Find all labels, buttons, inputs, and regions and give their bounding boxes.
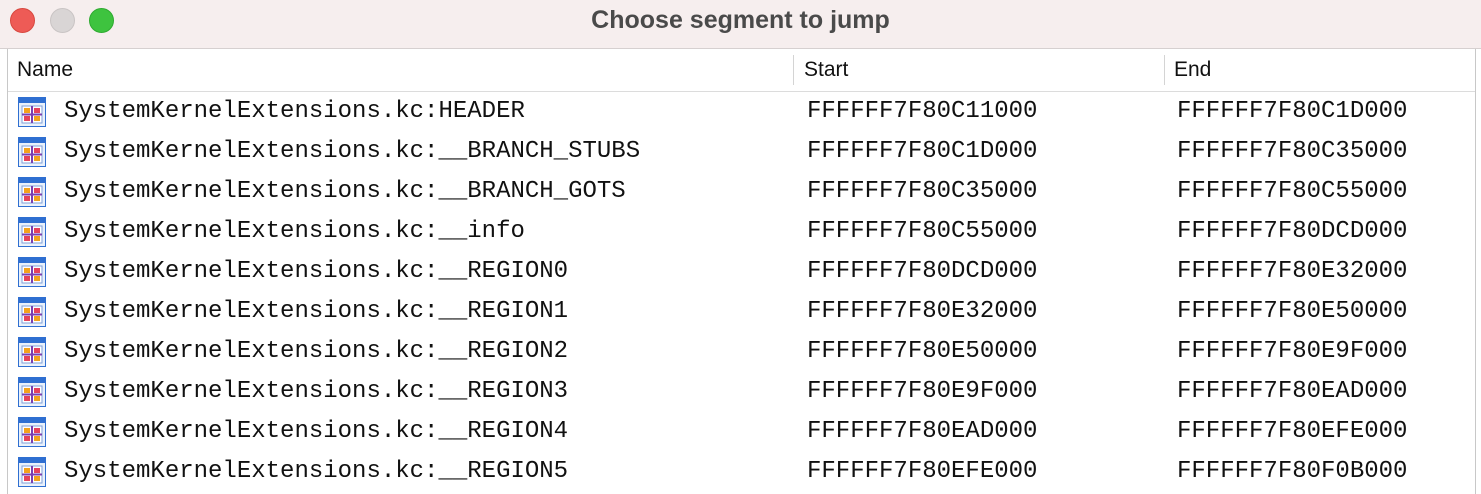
table-row[interactable]: SystemKernelExtensions.kc:__BRANCH_GOTS F… [8,172,1475,212]
table-row[interactable]: SystemKernelExtensions.kc:__REGION3 FFFFF… [8,372,1475,412]
segment-table: Name Start End SystemKernelExtensions.kc… [7,49,1476,494]
segment-start: FFFFFF7F80C35000 [807,178,1038,205]
segment-start: FFFFFF7F80EFE000 [807,458,1038,485]
segment-name: SystemKernelExtensions.kc:__REGION3 [64,378,569,405]
segment-start: FFFFFF7F80E50000 [807,338,1038,365]
segment-end: FFFFFF7F80EAD000 [1177,378,1408,405]
segment-name: SystemKernelExtensions.kc:__info [64,218,525,245]
segment-icon [18,377,46,407]
segment-end: FFFFFF7F80C1D000 [1177,98,1408,125]
segment-icon [18,297,46,327]
column-divider[interactable] [793,55,794,85]
segment-name: SystemKernelExtensions.kc:__REGION0 [64,258,569,285]
zoom-button[interactable] [89,8,114,33]
title-bar[interactable]: Choose segment to jump [0,0,1481,49]
close-button[interactable] [10,8,35,33]
column-header-start[interactable]: Start [804,58,849,81]
table-row[interactable]: SystemKernelExtensions.kc:__REGION0 FFFFF… [8,252,1475,292]
table-row[interactable]: SystemKernelExtensions.kc:HEADER FFFFFF7F… [8,92,1475,132]
segment-name: SystemKernelExtensions.kc:__BRANCH_STUBS [64,138,641,165]
segment-start: FFFFFF7F80E32000 [807,298,1038,325]
segment-end: FFFFFF7F80DCD000 [1177,218,1408,245]
segment-start: FFFFFF7F80C11000 [807,98,1038,125]
segment-name: SystemKernelExtensions.kc:HEADER [64,98,525,125]
minimize-button[interactable] [50,8,75,33]
table-header: Name Start End [8,49,1475,92]
segment-name: SystemKernelExtensions.kc:__BRANCH_GOTS [64,178,626,205]
segment-end: FFFFFF7F80C35000 [1177,138,1408,165]
segment-icon [18,457,46,487]
segment-name: SystemKernelExtensions.kc:__REGION1 [64,298,569,325]
table-row[interactable]: SystemKernelExtensions.kc:__REGION2 FFFFF… [8,332,1475,372]
segment-end: FFFFFF7F80E9F000 [1177,338,1408,365]
segment-start: FFFFFF7F80E9F000 [807,378,1038,405]
segment-start: FFFFFF7F80DCD000 [807,258,1038,285]
table-row[interactable]: SystemKernelExtensions.kc:__REGION4 FFFFF… [8,412,1475,452]
segment-name: SystemKernelExtensions.kc:__REGION4 [64,418,569,445]
segment-start: FFFFFF7F80C1D000 [807,138,1038,165]
column-divider[interactable] [1164,55,1165,85]
segment-name: SystemKernelExtensions.kc:__REGION5 [64,458,569,485]
segment-icon [18,337,46,367]
segment-icon [18,217,46,247]
segment-icon [18,177,46,207]
segment-end: FFFFFF7F80E32000 [1177,258,1408,285]
segment-start: FFFFFF7F80C55000 [807,218,1038,245]
segment-icon [18,417,46,447]
segment-end: FFFFFF7F80E50000 [1177,298,1408,325]
segment-name: SystemKernelExtensions.kc:__REGION2 [64,338,569,365]
table-body: SystemKernelExtensions.kc:HEADER FFFFFF7F… [8,92,1475,492]
segment-end: FFFFFF7F80F0B000 [1177,458,1408,485]
window-title: Choose segment to jump [591,6,890,34]
column-header-name[interactable]: Name [17,58,74,81]
segment-icon [18,257,46,287]
column-header-end[interactable]: End [1174,58,1212,81]
segment-end: FFFFFF7F80EFE000 [1177,418,1408,445]
table-row[interactable]: SystemKernelExtensions.kc:__REGION1 FFFFF… [8,292,1475,332]
table-row[interactable]: SystemKernelExtensions.kc:__BRANCH_STUBS… [8,132,1475,172]
table-row[interactable]: SystemKernelExtensions.kc:__info FFFFFF7F… [8,212,1475,252]
table-row[interactable]: SystemKernelExtensions.kc:__REGION5 FFFFF… [8,452,1475,492]
segment-icon [18,137,46,167]
segment-start: FFFFFF7F80EAD000 [807,418,1038,445]
segment-icon [18,97,46,127]
segment-end: FFFFFF7F80C55000 [1177,178,1408,205]
